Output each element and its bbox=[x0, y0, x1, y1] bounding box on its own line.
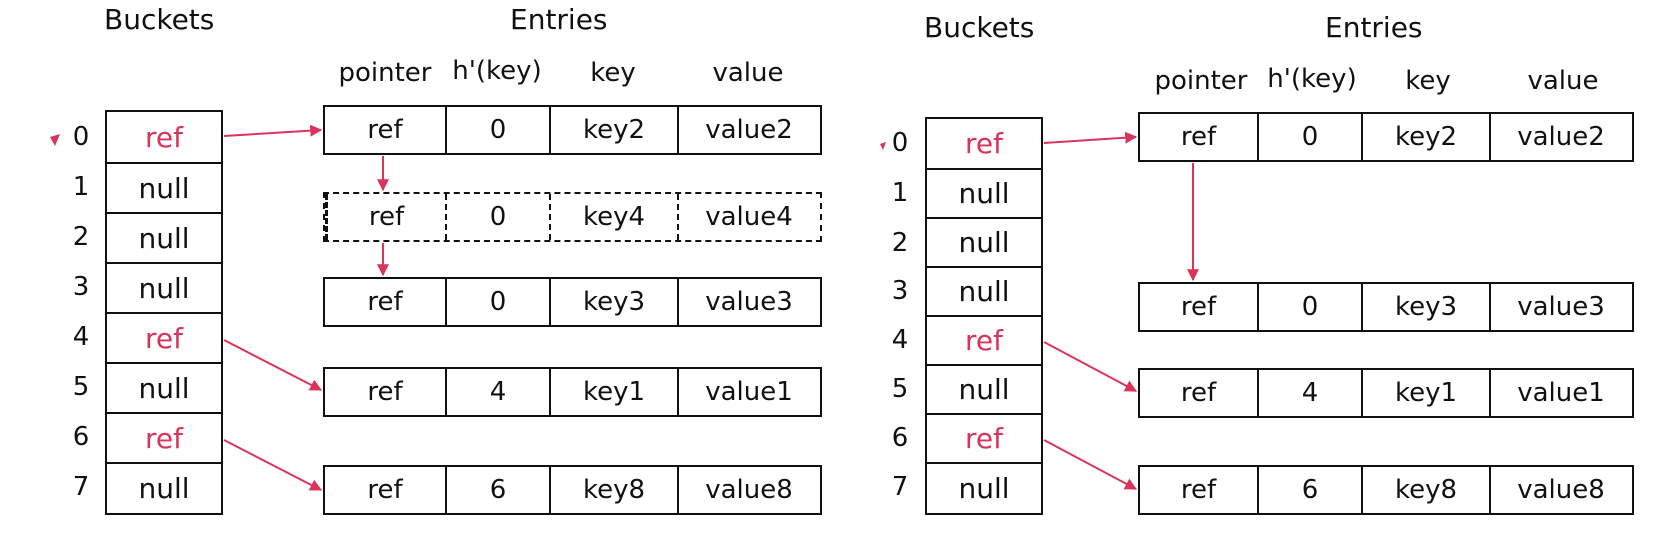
bucket-index: 6 bbox=[891, 423, 909, 453]
entry-key: key8 bbox=[1361, 467, 1489, 513]
entry-key: key3 bbox=[549, 279, 677, 325]
bucket-index: 1 bbox=[891, 178, 909, 208]
entry-row: ref 4 key1 value1 bbox=[1138, 368, 1634, 418]
entry-pointer: ref bbox=[1180, 475, 1217, 505]
header-key: key bbox=[1405, 66, 1451, 96]
entry-row: ref 0 key2 value2 bbox=[323, 105, 822, 155]
bucket-cell: ref bbox=[965, 127, 1003, 160]
bucket-index: 5 bbox=[891, 374, 909, 404]
entry-key: key2 bbox=[1361, 114, 1489, 160]
header-pointer: pointer bbox=[338, 58, 432, 88]
entry-key: key3 bbox=[1361, 284, 1489, 330]
entries-title: Entries bbox=[1325, 11, 1423, 44]
entry-pointer: ref bbox=[367, 377, 403, 407]
bucket-cell: ref bbox=[107, 312, 221, 362]
diagram-after-delete: Buckets Entries pointer h'(key) key valu… bbox=[840, 0, 1680, 549]
entry-value: value3 bbox=[677, 279, 819, 325]
entry-key: key8 bbox=[549, 467, 677, 513]
bucket-cell: null bbox=[927, 217, 1041, 266]
bucket-cell: null bbox=[107, 262, 221, 312]
entry-hash: 0 bbox=[1257, 114, 1361, 160]
entry-row: ref 4 key1 value1 bbox=[323, 367, 822, 417]
bucket-cell: ref bbox=[927, 413, 1041, 462]
bucket-index: 0 bbox=[891, 128, 909, 158]
entry-row: ref 0 key3 value3 bbox=[323, 277, 822, 327]
entry-row: ref 0 key2 value2 bbox=[1138, 112, 1634, 162]
entry-key: key2 bbox=[549, 107, 677, 153]
bucket-index: 5 bbox=[72, 372, 90, 402]
entry-value: value4 bbox=[677, 194, 819, 240]
entry-row: ref 0 key3 value3 bbox=[1138, 282, 1634, 332]
entry-value: value3 bbox=[1489, 284, 1631, 330]
bucket-cell: null bbox=[107, 462, 221, 512]
diagram-before-delete: Buckets Entries pointer h'(key) key valu… bbox=[72, 3, 822, 515]
header-pointer: pointer bbox=[1154, 66, 1248, 96]
bucket-index: 2 bbox=[891, 228, 909, 258]
bucket-index: 7 bbox=[72, 472, 90, 502]
entries-title: Entries bbox=[510, 3, 608, 36]
entry-row-deleted: ref 0 key4 value4 bbox=[323, 192, 822, 242]
header-hash: h'(key) bbox=[452, 56, 542, 86]
bucket-index: 1 bbox=[72, 172, 90, 202]
entry-key: key4 bbox=[549, 194, 677, 240]
bucket-index: 4 bbox=[891, 325, 909, 355]
bucket-cell: null bbox=[927, 266, 1041, 315]
entry-hash: 6 bbox=[1257, 467, 1361, 513]
bucket-cell: null bbox=[107, 212, 221, 262]
header-key: key bbox=[590, 58, 636, 88]
entry-value: value8 bbox=[677, 467, 819, 513]
bucket-cell: null bbox=[107, 162, 221, 212]
entry-row: ref 6 key8 value8 bbox=[1138, 465, 1634, 515]
header-value: value bbox=[712, 58, 784, 88]
entry-pointer: ref bbox=[1180, 292, 1217, 322]
bucket-array: ref null null null ref null ref null bbox=[925, 117, 1043, 515]
entry-key: key1 bbox=[1361, 370, 1489, 416]
bucket-index: 4 bbox=[72, 322, 90, 352]
buckets-title: Buckets bbox=[104, 3, 215, 36]
entry-hash: 0 bbox=[445, 194, 549, 240]
header-hash: h'(key) bbox=[1267, 64, 1357, 94]
bucket-cell: ref bbox=[145, 120, 183, 154]
bucket-index: 3 bbox=[891, 276, 909, 306]
entry-pointer: ref bbox=[1180, 378, 1217, 408]
buckets-title: Buckets bbox=[924, 11, 1035, 44]
entry-value: value8 bbox=[1489, 467, 1631, 513]
entry-hash: 4 bbox=[445, 369, 549, 415]
entry-hash: 0 bbox=[445, 107, 549, 153]
bucket-cell: null bbox=[927, 364, 1041, 413]
entry-value: value2 bbox=[1489, 114, 1631, 160]
bucket-cell: null bbox=[927, 168, 1041, 217]
bucket-array: ref null null null ref null ref null bbox=[105, 110, 223, 515]
bucket-index: 0 bbox=[72, 122, 90, 152]
entry-hash: 6 bbox=[445, 467, 549, 513]
entry-key: key1 bbox=[549, 369, 677, 415]
entry-pointer: ref bbox=[1180, 122, 1217, 152]
entry-hash: 4 bbox=[1257, 370, 1361, 416]
bucket-index: 2 bbox=[72, 222, 90, 252]
entry-value: value2 bbox=[677, 107, 819, 153]
entry-pointer: ref bbox=[367, 475, 403, 505]
bucket-index: 6 bbox=[72, 422, 90, 452]
bucket-cell: ref bbox=[107, 412, 221, 462]
bucket-cell: ref bbox=[927, 315, 1041, 364]
entry-hash: 0 bbox=[445, 279, 549, 325]
entry-value: value1 bbox=[677, 369, 819, 415]
bucket-index: 3 bbox=[72, 272, 90, 302]
entry-row: ref 6 key8 value8 bbox=[323, 465, 822, 515]
header-value: value bbox=[1527, 66, 1599, 96]
entry-hash: 0 bbox=[1257, 284, 1361, 330]
entry-pointer: ref bbox=[367, 287, 403, 317]
entry-pointer: ref bbox=[367, 115, 403, 145]
entry-value: value1 bbox=[1489, 370, 1631, 416]
bucket-index: 7 bbox=[891, 472, 909, 502]
entry-pointer: ref bbox=[325, 194, 445, 240]
bucket-cell: null bbox=[927, 462, 1041, 512]
bucket-cell: null bbox=[107, 362, 221, 412]
